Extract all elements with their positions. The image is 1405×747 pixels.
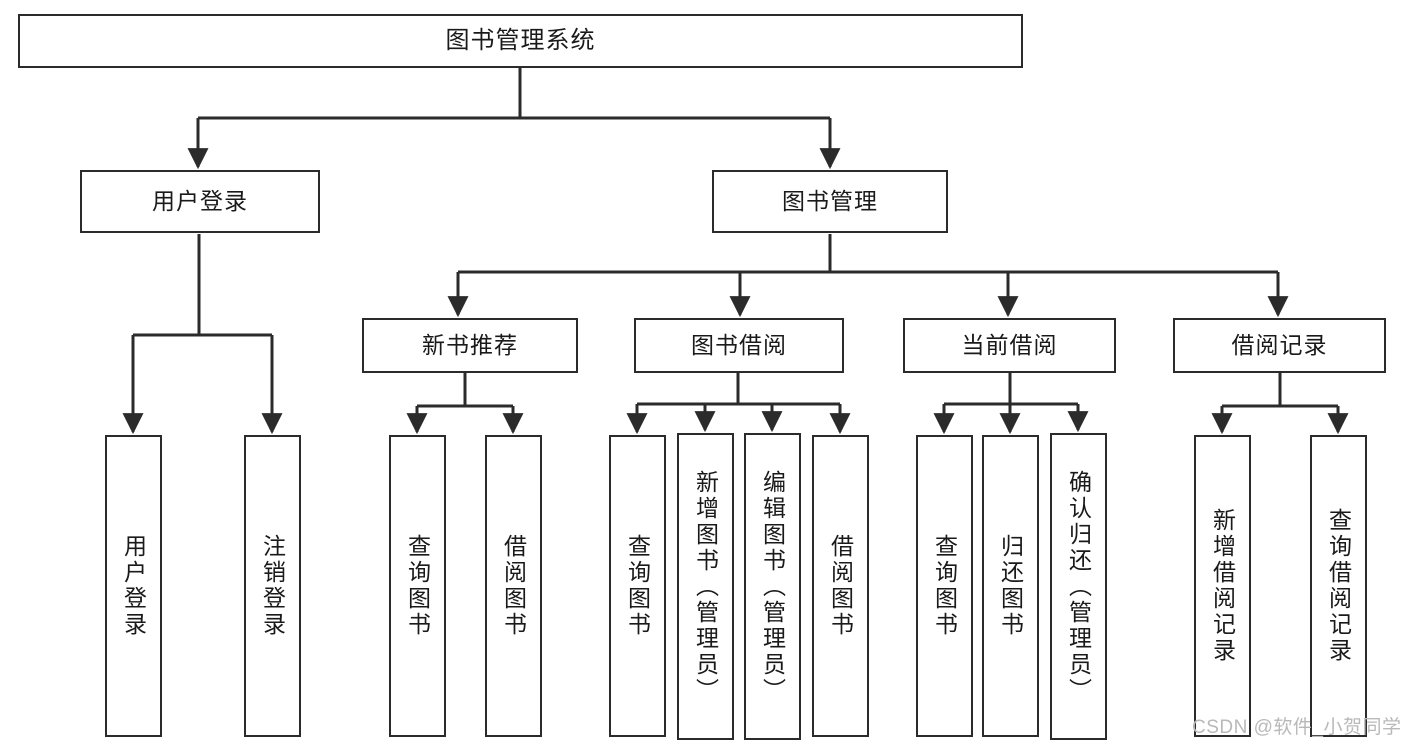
leaf-borrow-book-recommend[interactable]: 借阅图书: [485, 435, 542, 737]
leaf-borrow-book[interactable]: 借阅图书: [812, 435, 869, 737]
node-new-book-recommend-label: 新书推荐: [422, 331, 518, 358]
leaf-query-book-recommend-label: 查询图书: [404, 534, 431, 638]
leaf-edit-book-admin[interactable]: 编辑图书（管理员）: [744, 433, 801, 740]
leaf-add-book-admin[interactable]: 新增图书（管理员）: [677, 433, 734, 740]
leaf-confirm-return-admin-label: 确认归还（管理员）: [1065, 469, 1092, 704]
leaf-add-borrow-record[interactable]: 新增借阅记录: [1194, 435, 1251, 737]
leaf-return-book[interactable]: 归还图书: [982, 435, 1039, 737]
node-root-library-system[interactable]: 图书管理系统: [18, 14, 1023, 68]
csdn-watermark: CSDN @软件_小贺同学: [1192, 717, 1402, 738]
leaf-query-book-borrow-label: 查询图书: [624, 534, 651, 638]
node-user-login-label: 用户登录: [152, 187, 248, 214]
leaf-borrow-book-recommend-label: 借阅图书: [500, 534, 527, 638]
node-borrow-record-label: 借阅记录: [1231, 331, 1328, 358]
leaf-user-login-label: 用户登录: [120, 534, 147, 638]
leaf-query-book-borrow[interactable]: 查询图书: [609, 435, 666, 737]
leaf-add-book-admin-label: 新增图书（管理员）: [692, 469, 719, 704]
leaf-borrow-book-label: 借阅图书: [827, 534, 854, 638]
node-current-borrow-label: 当前借阅: [961, 331, 1058, 358]
leaf-confirm-return-admin[interactable]: 确认归还（管理员）: [1050, 433, 1107, 740]
node-new-book-recommend[interactable]: 新书推荐: [362, 318, 578, 373]
leaf-logout-label: 注销登录: [259, 534, 286, 638]
node-book-borrow-label: 图书借阅: [691, 331, 787, 358]
node-root-label: 图书管理系统: [445, 26, 596, 54]
leaf-edit-book-admin-label: 编辑图书（管理员）: [759, 469, 786, 704]
node-book-management[interactable]: 图书管理: [712, 170, 948, 233]
leaf-user-login[interactable]: 用户登录: [105, 435, 162, 737]
leaf-query-book-current[interactable]: 查询图书: [916, 435, 973, 737]
leaf-query-borrow-record-label: 查询借阅记录: [1325, 508, 1352, 664]
leaf-query-borrow-record[interactable]: 查询借阅记录: [1310, 435, 1367, 737]
node-book-management-label: 图书管理: [782, 187, 878, 214]
node-user-login[interactable]: 用户登录: [80, 170, 320, 233]
node-book-borrow[interactable]: 图书借阅: [634, 318, 844, 373]
node-borrow-record[interactable]: 借阅记录: [1173, 318, 1386, 373]
leaf-logout[interactable]: 注销登录: [244, 435, 301, 737]
node-current-borrow[interactable]: 当前借阅: [903, 318, 1116, 373]
leaf-query-book-current-label: 查询图书: [931, 534, 958, 638]
leaf-query-book-recommend[interactable]: 查询图书: [389, 435, 446, 737]
leaf-add-borrow-record-label: 新增借阅记录: [1209, 508, 1236, 664]
leaf-return-book-label: 归还图书: [997, 534, 1024, 638]
